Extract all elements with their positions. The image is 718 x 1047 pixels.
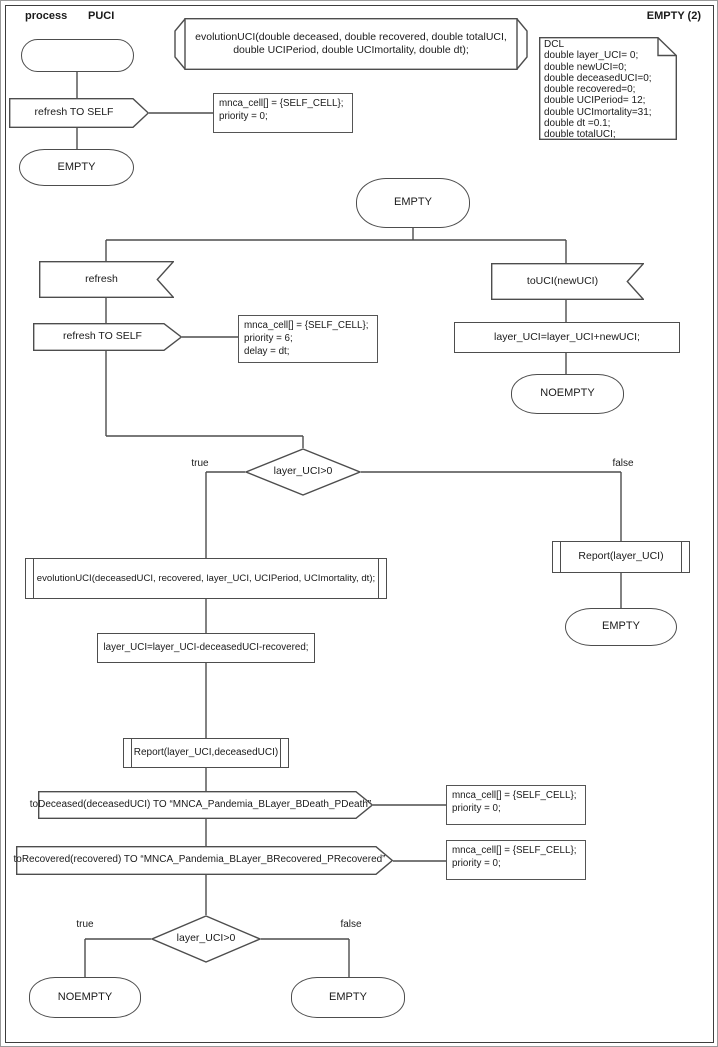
annotation-box-4: mnca_cell[] = {SELF_CELL}; priority = 0; (446, 840, 586, 880)
state-empty-right: EMPTY (565, 608, 677, 646)
output-todeceased: toDeceased(deceasedUCI) TO “MNCA_Pandemi… (30, 791, 373, 819)
task-label: layer_UCI=layer_UCI+newUCI; (494, 330, 640, 343)
process-name: PUCI (88, 10, 115, 22)
input-touci: toUCI(newUCI) (491, 263, 644, 300)
page-label: EMPTY (2) (646, 10, 701, 22)
state-label: NOEMPTY (540, 387, 595, 400)
decision-layer-uci-2: layer_UCI>0 (151, 915, 261, 963)
procedure-report-1: Report(layer_UCI) (552, 541, 690, 573)
label-false-2: false (340, 918, 362, 930)
label-true-1: true (191, 457, 209, 469)
output-refresh-to-self-1: refresh TO SELF (9, 98, 149, 128)
dcl-note-text: DCL double layer_UCI= 0; double newUCI=0… (544, 39, 652, 141)
procedure-label: evolutionUCI(deceasedUCI, recovered, lay… (36, 572, 376, 584)
annotation-box-3: mnca_cell[] = {SELF_CELL}; priority = 0; (446, 785, 586, 825)
output-refresh-to-self-2: refresh TO SELF (33, 323, 182, 351)
declaration-text: evolutionUCI(double deceased, double rec… (195, 30, 507, 56)
dcl-note: DCL double layer_UCI= 0; double newUCI=0… (539, 37, 677, 140)
state-noempty-right: NOEMPTY (511, 374, 624, 414)
state-empty-start: EMPTY (19, 149, 134, 186)
output-label: toDeceased(deceasedUCI) TO “MNCA_Pandemi… (29, 798, 372, 810)
output-label: toRecovered(recovered) TO “MNCA_Pandemia… (13, 854, 386, 866)
procedure-report-2: Report(layer_UCI,deceasedUCI) (123, 738, 289, 768)
state-empty-bottom: EMPTY (291, 977, 405, 1018)
procedure-declaration: evolutionUCI(double deceased, double rec… (173, 18, 529, 70)
state-label: EMPTY (329, 990, 367, 1003)
task-subtract: layer_UCI=layer_UCI-deceasedUCI-recovere… (97, 633, 315, 663)
task-label: layer_UCI=layer_UCI-deceasedUCI-recovere… (103, 641, 309, 653)
decision-layer-uci-1: layer_UCI>0 (245, 448, 361, 496)
procedure-label: Report(layer_UCI,deceasedUCI) (133, 746, 279, 758)
state-label: NOEMPTY (57, 990, 113, 1003)
output-label: refresh TO SELF (34, 106, 114, 119)
state-label: EMPTY (57, 160, 96, 173)
state-label: EMPTY (394, 196, 432, 209)
input-label: refresh (85, 272, 118, 285)
start-symbol (21, 39, 134, 72)
output-label: refresh TO SELF (63, 330, 142, 343)
process-label: process (25, 10, 68, 22)
state-noempty-bottom: NOEMPTY (29, 977, 141, 1018)
input-refresh: refresh (39, 261, 174, 298)
label-true-2: true (76, 918, 94, 930)
annotation-box-2: mnca_cell[] = {SELF_CELL}; priority = 6;… (238, 315, 378, 363)
procedure-label: Report(layer_UCI) (578, 550, 664, 563)
label-false-1: false (612, 457, 634, 469)
decision-condition: layer_UCI>0 (273, 465, 333, 478)
decision-condition: layer_UCI>0 (176, 932, 236, 945)
task-add-newuci: layer_UCI=layer_UCI+newUCI; (454, 322, 680, 353)
state-label: EMPTY (602, 620, 640, 633)
procedure-evolutionuci-call: evolutionUCI(deceasedUCI, recovered, lay… (25, 558, 387, 599)
annotation-box-1: mnca_cell[] = {SELF_CELL}; priority = 0; (213, 93, 353, 133)
state-empty-main: EMPTY (356, 178, 470, 228)
output-torecovered: toRecovered(recovered) TO “MNCA_Pandemia… (13, 846, 393, 875)
input-label: toUCI(newUCI) (526, 274, 599, 287)
